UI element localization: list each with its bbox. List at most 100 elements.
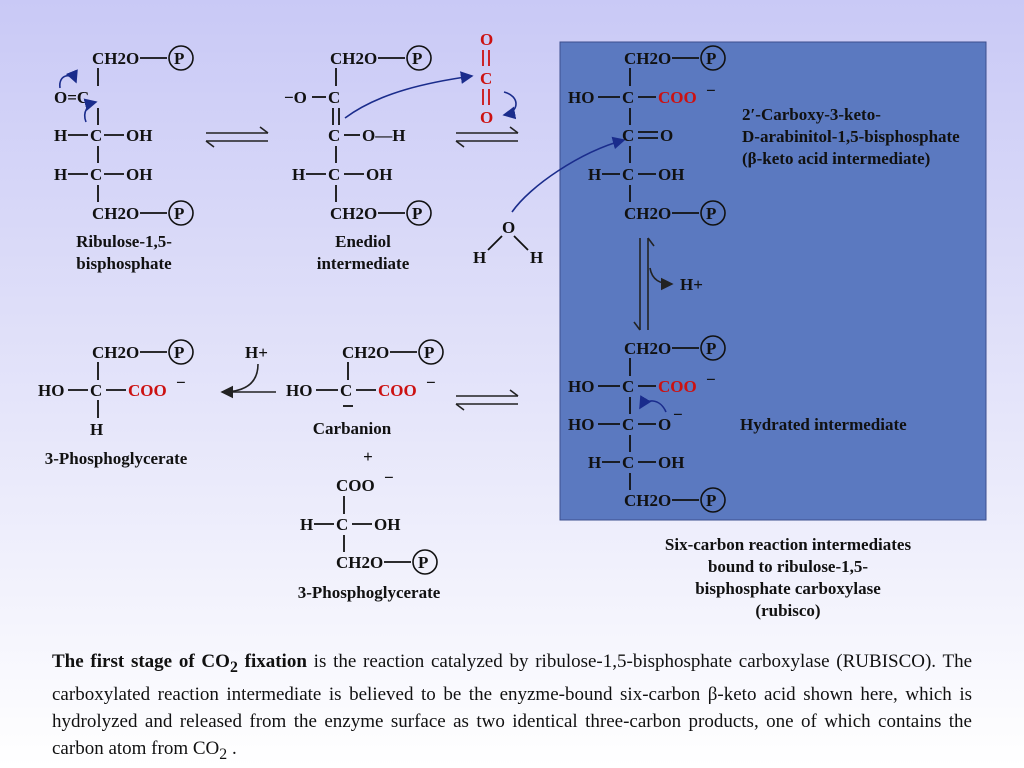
carb-c2: C <box>340 381 352 400</box>
keto-c1: CH2O <box>624 49 671 68</box>
hyd-c1: CH2O <box>624 339 671 358</box>
water-structure: O H H <box>473 136 626 267</box>
pga-bot-coo-charge: − <box>384 468 394 487</box>
enediol-c4: C <box>328 165 340 184</box>
phosphate-circle-icon <box>168 45 194 71</box>
caption-bold-lead: The first stage of CO2 fixation <box>52 651 307 676</box>
phosphate-circle-icon <box>412 549 438 575</box>
enediol-structure: CH2O P −O C C O—H H C OH CH2O P Enediol … <box>284 45 474 273</box>
electron-push-arrow-icon <box>639 395 667 413</box>
keto-c5: CH2O <box>624 204 671 223</box>
phosphate-circle-icon <box>406 200 432 226</box>
rubp-c1: CH2O <box>92 49 139 68</box>
rubp-c3: C <box>90 126 102 145</box>
plus-sign: + <box>363 447 373 466</box>
enzyme-bound-intermediates-box <box>559 41 987 521</box>
rubp-c4-h: H <box>54 165 67 184</box>
keto-coo: COO <box>658 88 697 107</box>
rubp-name-line1: Ribulose-1,5- <box>76 232 172 251</box>
co2-o-bottom: O <box>480 108 493 127</box>
enediol-name-line2: intermediate <box>317 254 410 273</box>
rubp-c5: CH2O <box>92 204 139 223</box>
hydrated-label: Hydrated intermediate <box>740 415 907 434</box>
hyd-coo: COO <box>658 377 697 396</box>
phosphoglycerate-bottom-structure: COO − H C OH CH2O P 3-Phosphoglycerate <box>298 468 441 602</box>
phosphate-circle-icon <box>700 335 726 361</box>
keto-label-line1: 2′-Carboxy-3-keto- <box>742 105 881 124</box>
pga-bot-h: H <box>300 515 313 534</box>
h-plus-add: H+ <box>245 343 268 362</box>
enediol-c3: C <box>328 126 340 145</box>
hyd-ho2: HO <box>568 377 594 396</box>
hyd-o3-charge: − <box>673 405 683 424</box>
enediol-c1: CH2O <box>330 49 377 68</box>
protonation-arrow-icon <box>220 363 259 399</box>
pga-left-coo-charge: − <box>176 373 186 392</box>
ribulose-bisphosphate-structure: CH2O P O=C H C OH H C OH CH2O P Ribulose… <box>54 45 194 273</box>
carbanion-structure: CH2O P HO C COO − Carbanion + <box>286 339 444 466</box>
carb-p1: P <box>424 343 434 362</box>
enediol-c4-oh: OH <box>366 165 392 184</box>
rubp-c4-oh: OH <box>126 165 152 184</box>
pga-left-c2: C <box>90 381 102 400</box>
pga-bot-c2: C <box>336 515 348 534</box>
enediol-name-line1: Enediol <box>335 232 391 251</box>
keto-p1: P <box>706 49 716 68</box>
nucleophilic-attack-arrow-icon <box>344 71 474 119</box>
phosphate-circle-icon <box>168 200 194 226</box>
water-o: O <box>502 218 515 237</box>
enediol-c3-oh: O—H <box>362 126 405 145</box>
hyd-ho3: HO <box>568 415 594 434</box>
hydrated-intermediate-structure: CH2O P HO C COO − HO C O − H C OH CH2O P… <box>568 335 907 513</box>
hyd-p5: P <box>706 491 716 510</box>
water-h2: H <box>530 248 543 267</box>
pga-left-h: H <box>90 420 103 439</box>
enediol-p1: P <box>412 49 422 68</box>
hyd-h4: H <box>588 453 601 472</box>
rubp-c3-h: H <box>54 126 67 145</box>
carb-ho: HO <box>286 381 312 400</box>
rubp-c2: O=C <box>54 88 89 107</box>
keto-o3: O <box>660 126 673 145</box>
beta-keto-acid-structure: CH2O P HO C COO − C O H C OH CH2O P 2′-C… <box>568 45 960 226</box>
carbanion-name: Carbanion <box>313 419 392 438</box>
phosphate-circle-icon <box>700 487 726 513</box>
keto-h4: H <box>588 165 601 184</box>
enediol-c5: CH2O <box>330 204 377 223</box>
vertical-equilibrium-arrow-icon <box>633 237 674 331</box>
enediol-c2: C <box>328 88 340 107</box>
hyd-c5: CH2O <box>624 491 671 510</box>
figure-caption: The first stage of CO2 fixation is the r… <box>52 648 972 768</box>
co2-fixation-diagram: CH2O P O=C H C OH H C OH CH2O P Ribulose… <box>38 30 987 620</box>
pga-left-coo: COO <box>128 381 167 400</box>
hyd-p1: P <box>706 339 716 358</box>
hyd-c3: C <box>622 415 634 434</box>
phosphate-circle-icon <box>168 339 194 365</box>
pga-bot-oh: OH <box>374 515 400 534</box>
enediol-o-minus: −O <box>284 88 307 107</box>
rubp-p5: P <box>174 204 184 223</box>
pga-bot-p3: P <box>418 553 428 572</box>
hyd-coo-charge: − <box>706 370 716 389</box>
keto-c4: C <box>622 165 634 184</box>
hyd-o3: O <box>658 415 671 434</box>
enzyme-caption-line2: bound to ribulose-1,5- <box>708 557 868 576</box>
phosphate-circle-icon <box>700 200 726 226</box>
enzyme-caption-line1: Six-carbon reaction intermediates <box>665 535 912 554</box>
pga-bot-c3: CH2O <box>336 553 383 572</box>
pga-left-c1: CH2O <box>92 343 139 362</box>
enzyme-caption-line4: (rubisco) <box>755 601 820 620</box>
rubp-name-line2: bisphosphate <box>76 254 172 273</box>
enzyme-box-caption: Six-carbon reaction intermediates bound … <box>665 535 912 620</box>
keto-coo-charge: − <box>706 81 716 100</box>
electron-push-arrow-icon <box>59 69 78 89</box>
electron-push-arrow-icon <box>83 98 98 123</box>
carb-coo: COO <box>378 381 417 400</box>
hyd-c2: C <box>622 377 634 396</box>
rubp-c3-oh: OH <box>126 126 152 145</box>
hyd-oh4: OH <box>658 453 684 472</box>
h-plus-release: H+ <box>680 275 703 294</box>
carb-coo-charge: − <box>426 373 436 392</box>
hyd-c4: C <box>622 453 634 472</box>
pga-bot-coo: COO <box>336 476 375 495</box>
